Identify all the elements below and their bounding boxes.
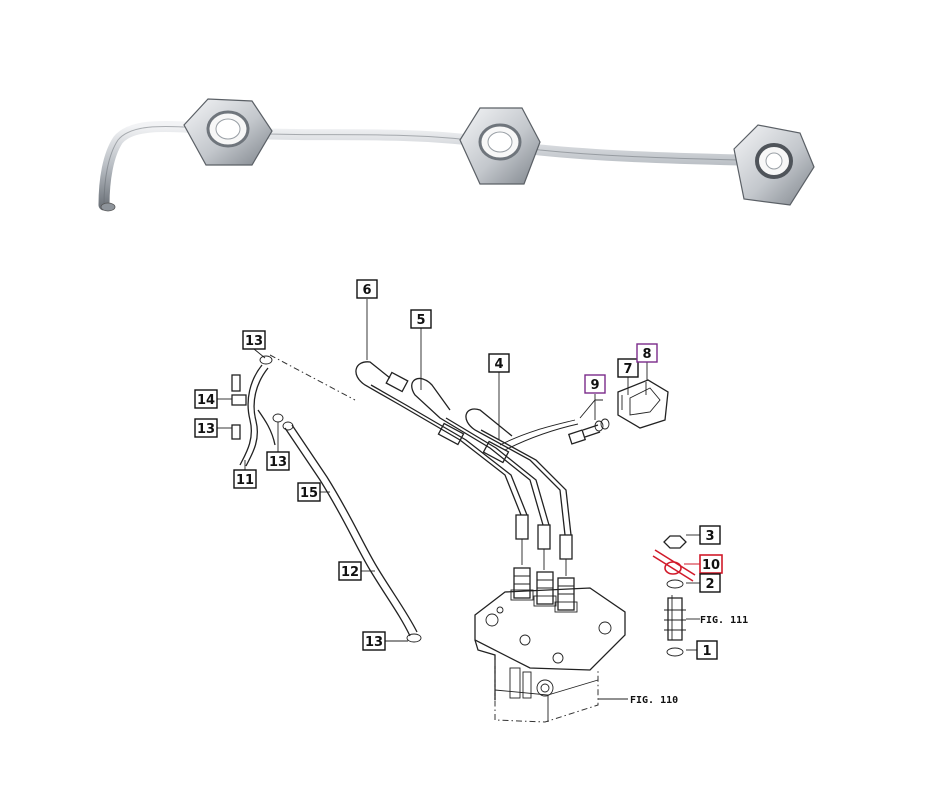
delivery-valve-3 [554,577,578,613]
bolt-and-washers [567,399,610,445]
banjo-nut-3 [733,124,815,206]
callout-13-bottom[interactable]: 13 [362,631,386,651]
callout-13-top[interactable]: 13 [242,330,266,350]
callout-13-left-label: 13 [197,422,215,437]
callout-1-label: 1 [702,644,711,659]
callout-5-label: 5 [416,313,425,328]
callout-2-label: 2 [705,577,714,592]
injection-pipes [355,361,579,536]
callout-15[interactable]: 15 [297,482,321,502]
callout-7-label: 7 [623,362,632,377]
callout-4-label: 4 [494,357,503,372]
callout-3-label: 3 [705,529,714,544]
callout-13-mid-label: 13 [269,455,287,470]
callout-1[interactable]: 1 [696,640,718,660]
callout-9[interactable]: 9 [584,374,606,394]
callout-15-label: 15 [300,486,318,501]
callout-13-bottom-label: 13 [365,635,383,650]
banjo-nut-2 [459,107,541,185]
callout-6-label: 6 [362,283,371,298]
callout-12-label: 12 [341,565,359,580]
banjo-nut-1 [183,98,273,166]
callout-2[interactable]: 2 [699,573,721,593]
fig-111-ref: FIG. 111 [700,615,748,626]
callout-8-label: 8 [642,347,651,362]
callout-6[interactable]: 6 [356,279,378,299]
callout-10[interactable]: 10 [699,554,723,574]
callout-3[interactable]: 3 [699,525,721,545]
injection-pump [474,514,626,723]
delivery-valve-2 [533,571,557,607]
callout-13-mid[interactable]: 13 [266,451,290,471]
delivery-valve-1 [510,567,534,601]
callout-8[interactable]: 8 [636,343,658,363]
callout-11-label: 11 [236,473,254,488]
callout-4[interactable]: 4 [488,353,510,373]
leader-lines [217,299,700,700]
callout-11[interactable]: 11 [233,469,257,489]
callout-13-left[interactable]: 13 [194,418,218,438]
callout-13-top-label: 13 [245,334,263,349]
callout-9-label: 9 [590,378,599,393]
callout-5[interactable]: 5 [410,309,432,329]
callout-12[interactable]: 12 [338,561,362,581]
fuel-hoses [231,354,422,643]
callout-14[interactable]: 14 [194,389,218,409]
callout-7[interactable]: 7 [617,358,639,378]
callout-14-label: 14 [197,393,215,408]
exploded-diagram: 6 5 4 9 7 8 13 14 [194,279,748,723]
nozzle-parts [652,535,696,657]
pipe-clamp [617,379,669,429]
fig-110-ref: FIG. 110 [630,695,678,706]
return-pipe-photo [98,98,815,212]
callout-10-label: 10 [702,558,720,573]
